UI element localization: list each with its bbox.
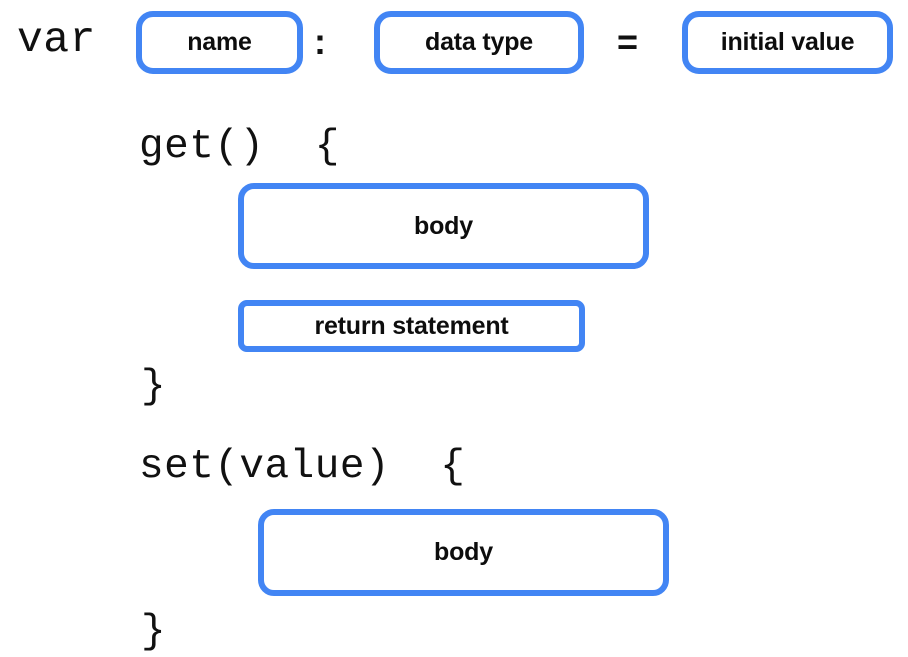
equals-operator: = [617,21,639,62]
slot-initial-value[interactable]: initial value [682,11,893,74]
slot-initial-value-label: initial value [720,28,855,56]
slot-name[interactable]: name [136,11,303,74]
slot-name-label: name [187,28,252,56]
getter-closing-brace: } [141,364,167,410]
slot-return-statement[interactable]: return statement [238,300,585,352]
slot-return-statement-label: return statement [314,311,509,340]
slot-getter-body-label: body [414,211,473,240]
setter-closing-brace: } [141,609,167,655]
keyword-var: var [17,15,96,64]
getter-header: get() { [139,124,340,170]
slot-setter-body-label: body [434,538,493,566]
setter-header: set(value) { [139,444,466,490]
colon-separator: : [314,21,326,62]
slot-data-type[interactable]: data type [374,11,584,74]
slot-getter-body[interactable]: body [238,183,649,269]
slot-data-type-label: data type [425,28,533,56]
slot-setter-body[interactable]: body [258,509,669,596]
